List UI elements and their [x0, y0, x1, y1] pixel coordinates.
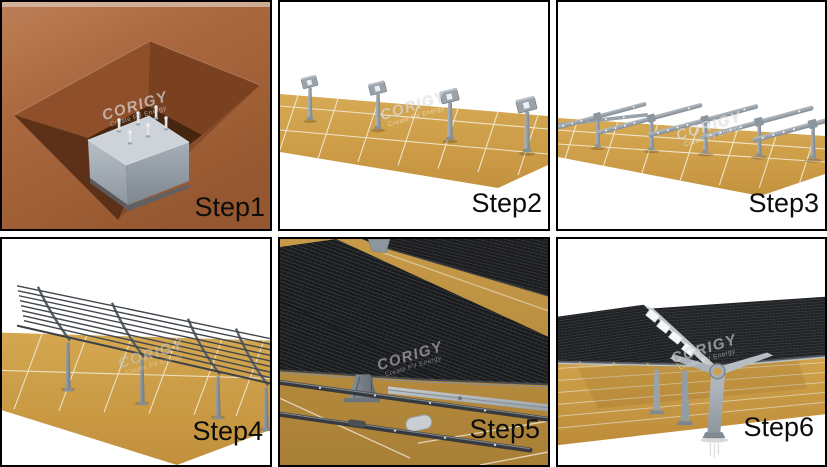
rear-columns: [648, 369, 694, 426]
cantilever-assemblies: [558, 102, 825, 163]
step-label: Step1: [194, 192, 265, 222]
step-panel-2: CORIGY Create PV Energy Step2: [278, 0, 550, 231]
steel-posts: [300, 74, 538, 156]
purlin-rails: [16, 285, 270, 385]
structure-shadow: [577, 354, 808, 409]
step-panel-4: CORIGY Create PV Energy Step4: [0, 237, 272, 467]
main-y-column: [669, 352, 774, 459]
ground: [558, 346, 825, 446]
step1-illustration: [2, 2, 270, 229]
step3-illustration: [558, 2, 825, 229]
step-panel-6: CORIGY Create PV Energy Step6: [556, 237, 827, 467]
anchor-bolts: [116, 105, 169, 145]
step6-illustration: [558, 239, 825, 465]
concrete-foundation-block: [87, 115, 190, 211]
horizon-strip: [2, 2, 270, 7]
rail-end-cap: [405, 414, 433, 432]
support-channel-beam: [387, 386, 548, 412]
step-panel-1: CORIGY Create PV Energy Step1: [0, 0, 272, 231]
step2-illustration: [280, 2, 548, 229]
array-gap-strip: [643, 304, 716, 366]
step-panel-5: CORIGY Create PV Energy Step5: [278, 237, 550, 467]
parking-lines: [2, 333, 270, 417]
step4-illustration: [2, 239, 270, 465]
step5-illustration: [280, 239, 548, 465]
parking-lines: [280, 95, 548, 176]
step-panel-3: CORIGY Create PV Energy Step3: [556, 0, 827, 231]
step-label: Step2: [471, 188, 542, 218]
support-posts: [61, 342, 270, 432]
step-label: Step3: [748, 188, 819, 218]
solar-array-left: [558, 304, 706, 367]
step-label: Step4: [192, 416, 263, 446]
main-module-row: [280, 239, 548, 388]
mounting-rails: [280, 379, 548, 453]
step-label: Step5: [469, 414, 540, 444]
module-bracket: [367, 239, 391, 254]
ground-stripes: [558, 352, 825, 429]
step-label: Step6: [743, 412, 814, 442]
